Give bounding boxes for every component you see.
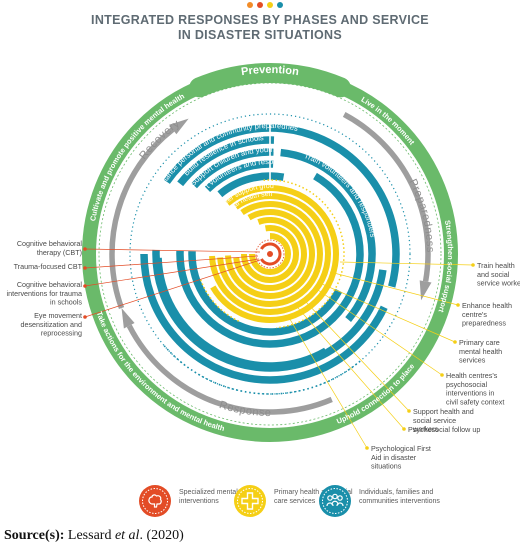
teal-arc bbox=[154, 257, 328, 370]
connector-line bbox=[297, 307, 405, 430]
yellow-arc bbox=[233, 217, 307, 291]
yellow-dotted-arc bbox=[199, 279, 240, 322]
teal-arc bbox=[177, 136, 275, 187]
connector-line bbox=[305, 301, 410, 412]
connector-dot bbox=[407, 409, 411, 413]
connector-line bbox=[317, 289, 443, 376]
connector-dot bbox=[471, 263, 475, 267]
connector-dot bbox=[83, 247, 87, 251]
source-label: Source(s): bbox=[4, 528, 65, 543]
connector-line bbox=[84, 248, 261, 253]
diagram-title: INTEGRATED RESPONSES BY PHASES AND SERVI… bbox=[0, 13, 520, 43]
people-icon bbox=[319, 485, 351, 517]
legend-label: Individuals, families and communities in… bbox=[359, 489, 440, 505]
teal-dotted-ring bbox=[129, 113, 411, 395]
connector-dot bbox=[453, 340, 457, 344]
left-label-2: Trauma-focused CBT bbox=[14, 262, 83, 271]
decorative-dots bbox=[247, 2, 283, 8]
yellow-arc bbox=[249, 233, 291, 275]
connector-line bbox=[339, 261, 474, 266]
yellow-arc bbox=[210, 185, 339, 323]
dot-yellow bbox=[267, 2, 273, 8]
recovery-arrow bbox=[109, 127, 175, 309]
yellow-arc bbox=[225, 209, 315, 299]
brain-icon bbox=[139, 485, 171, 517]
yellow-arc bbox=[209, 193, 331, 315]
connector-dot bbox=[83, 315, 87, 319]
right-label-6: Psychosocial follow up bbox=[408, 425, 480, 434]
medical-cross-icon bbox=[234, 485, 266, 517]
connector-dot bbox=[83, 266, 87, 270]
connector-dot bbox=[83, 284, 87, 288]
title-line-2: IN DISASTER SITUATIONS bbox=[177, 28, 342, 42]
red-dotted-circle bbox=[255, 239, 285, 269]
inner-dotted-ring bbox=[98, 82, 442, 426]
yellow-label-2: Mental health self-care bbox=[0, 0, 273, 209]
teal-arc bbox=[140, 253, 388, 384]
connector-line bbox=[329, 271, 459, 306]
teal-arc bbox=[163, 124, 400, 288]
teal-arc bbox=[280, 148, 376, 322]
outer-label-bottom-left: Take actions for the environment and men… bbox=[95, 310, 226, 433]
source-year: . (2020) bbox=[139, 528, 184, 543]
source-author: Lessard bbox=[67, 528, 112, 543]
teal-dotted-arc bbox=[162, 343, 361, 395]
preparedness-arrow bbox=[342, 112, 431, 282]
recovery-arrow-head bbox=[169, 118, 189, 135]
connector-dot bbox=[456, 303, 460, 307]
response-arrow-head bbox=[121, 308, 135, 329]
dot-blue bbox=[277, 2, 283, 8]
connector-dot bbox=[402, 427, 406, 431]
dot-red bbox=[257, 2, 263, 8]
legend-label: Specialized mental health interventions bbox=[179, 489, 259, 505]
phase-response: Response bbox=[218, 399, 272, 419]
teal-arc bbox=[176, 172, 364, 348]
yellow-arc bbox=[217, 201, 323, 307]
source-etal: et al bbox=[114, 528, 140, 543]
center-dot bbox=[267, 251, 273, 257]
dot-orange bbox=[247, 2, 253, 8]
teal-arc bbox=[217, 172, 285, 198]
connector-line bbox=[321, 283, 456, 343]
teal-arc bbox=[204, 160, 274, 193]
title-line-1: INTEGRATED RESPONSES BY PHASES AND SERVI… bbox=[91, 13, 429, 27]
outer-label-right-top: Live in the moment bbox=[360, 95, 417, 147]
prevention-label: Prevention bbox=[240, 64, 299, 78]
yellow-arc bbox=[241, 225, 299, 283]
connector-line bbox=[287, 315, 368, 449]
connector-dot bbox=[440, 373, 444, 377]
connector-line bbox=[84, 259, 261, 318]
preparedness-arrow-head bbox=[419, 280, 432, 301]
connector-line bbox=[84, 258, 260, 287]
legend-label: Primary health and social care services bbox=[274, 489, 353, 505]
yellow-dotted-arc bbox=[263, 179, 345, 329]
prevention-pill bbox=[189, 63, 351, 98]
response-arrow bbox=[126, 324, 333, 415]
red-arc bbox=[260, 242, 282, 266]
source-citation: Source(s): Lessard et al. (2020) bbox=[4, 528, 184, 544]
connector-line bbox=[84, 255, 259, 269]
teal-arc bbox=[191, 148, 274, 189]
connector-dot bbox=[365, 446, 369, 450]
